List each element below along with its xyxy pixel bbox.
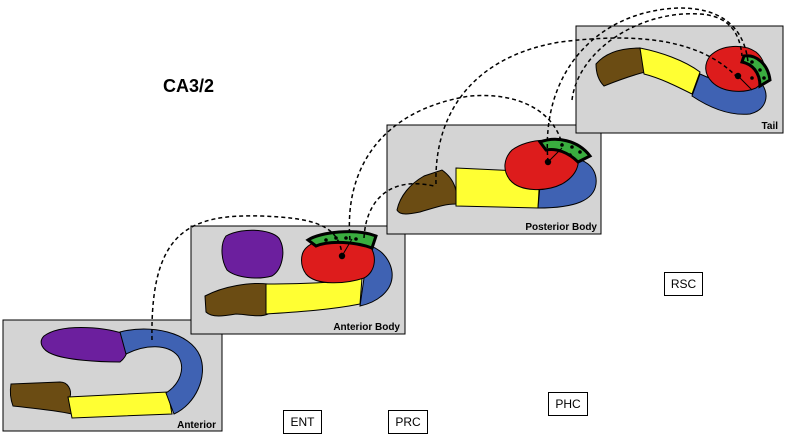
yellow-region (639, 47, 701, 95)
panel-tail: Tail (575, 25, 784, 134)
green-region (305, 230, 378, 250)
yellow-region (67, 391, 173, 419)
region-label-ent: ENT (290, 415, 315, 429)
connections (151, 7, 749, 341)
arc-tail-self (571, 13, 743, 101)
arc-anterior-body-to-brown (363, 183, 435, 239)
arc-anterior-to-anterior-body (151, 215, 343, 341)
region-label-rsc: RSC (670, 277, 697, 291)
blue-region (119, 328, 203, 415)
connector-line (547, 147, 563, 163)
connector-line (341, 238, 353, 257)
panel-label-posterior-body: Posterior Body (525, 222, 597, 233)
region-label-prc: PRC (395, 415, 421, 429)
brown-region (9, 381, 73, 415)
panel-label-anterior: Anterior (177, 420, 216, 431)
green-region (537, 137, 593, 164)
panel-label-anterior-body: Anterior Body (333, 322, 400, 333)
panel-posterior-body: Posterior Body (386, 124, 602, 235)
diagram-title: CA3/2 (163, 76, 214, 96)
purple-region (40, 327, 129, 363)
arc-posterior-body-to-tail-upper (546, 7, 749, 163)
region-box-prc: PRC (388, 410, 428, 434)
region-box-ent: ENT (283, 410, 322, 434)
arc-anterior-body-to-posterior-body (348, 94, 563, 241)
purple-region (221, 229, 284, 279)
panel-anterior-body: Anterior Body (190, 225, 406, 335)
region-box-rsc: RSC (664, 272, 703, 296)
connector-line (737, 75, 753, 91)
brown-region (204, 283, 269, 317)
region-box-phc: PHC (548, 392, 588, 416)
brown-region (595, 47, 646, 87)
region-label-phc: PHC (555, 397, 581, 411)
panel-anterior: Anterior (2, 319, 223, 432)
panel-label-tail: Tail (762, 121, 779, 132)
